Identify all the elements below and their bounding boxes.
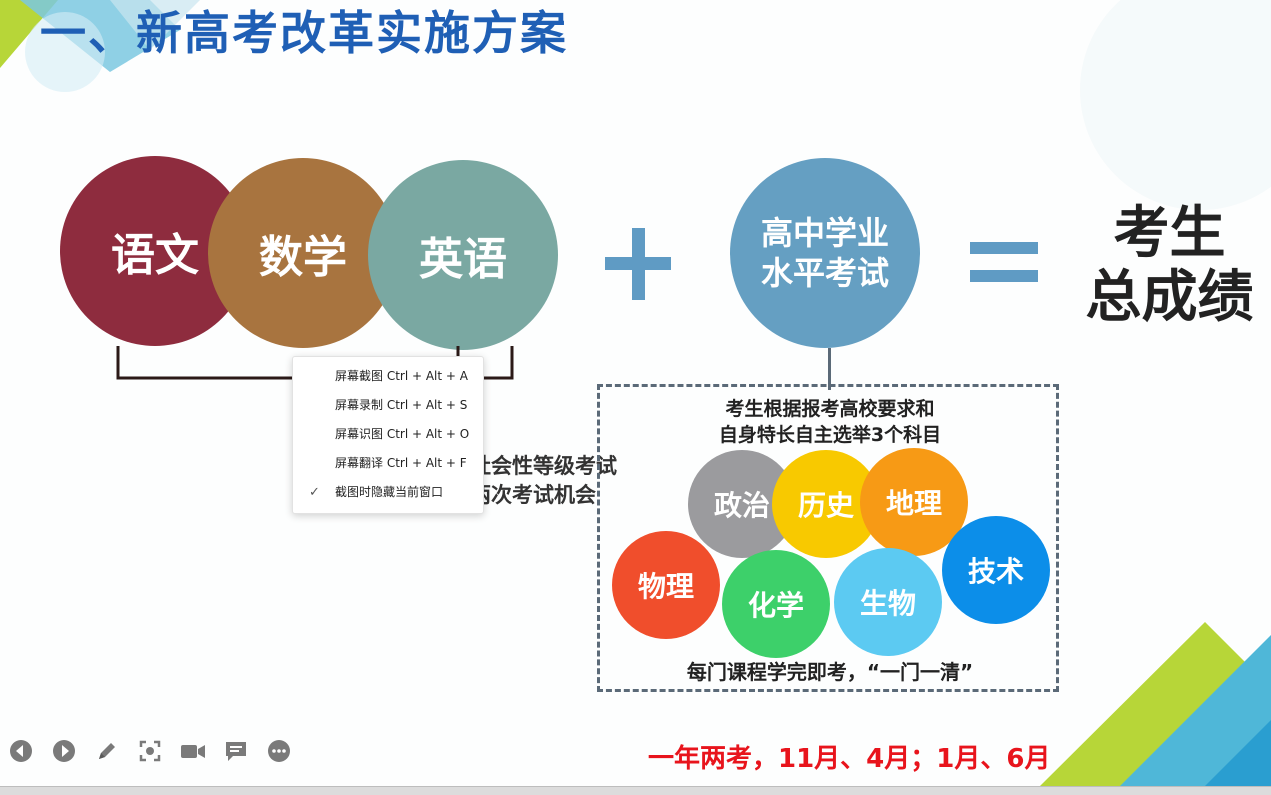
result-line2: 总成绩 bbox=[1085, 265, 1254, 330]
elective-label: 技术 bbox=[967, 555, 1024, 588]
menu-item-label: 屏幕录制 Ctrl + Alt + S bbox=[335, 398, 468, 412]
pen-button[interactable] bbox=[94, 738, 120, 764]
note-line1: 社会性等级考试 bbox=[470, 454, 617, 478]
note-line2: 两次考试机会 bbox=[470, 483, 596, 507]
screenshot-icon bbox=[139, 740, 161, 762]
elective-description: 考生根据报考高校要求和 自身特长自主选举3个科目 bbox=[610, 396, 1050, 448]
menu-item-screen-ocr[interactable]: 屏幕识图 Ctrl + Alt + O bbox=[293, 420, 483, 449]
menu-item-label: 截图时隐藏当前窗口 bbox=[335, 485, 444, 499]
menu-item-label: 屏幕截图 Ctrl + Alt + A bbox=[335, 369, 468, 383]
elective-biology: 生物 bbox=[834, 548, 942, 656]
window-bottom-edge bbox=[0, 786, 1271, 795]
more-button[interactable] bbox=[266, 738, 292, 764]
elective-label: 化学 bbox=[747, 589, 804, 622]
more-icon bbox=[268, 740, 290, 762]
menu-item-screen-translate[interactable]: 屏幕翻译 Ctrl + Alt + F bbox=[293, 449, 483, 478]
menu-item-hide-window[interactable]: ✓ 截图时隐藏当前窗口 bbox=[293, 478, 483, 507]
subject-label: 语文 bbox=[111, 230, 199, 281]
connector-line bbox=[828, 348, 831, 390]
result-line1: 考生 bbox=[1113, 201, 1226, 266]
total-score-label: 考生 总成绩 bbox=[1082, 202, 1257, 330]
comment-icon bbox=[226, 742, 246, 761]
previous-button[interactable] bbox=[8, 738, 34, 764]
elective-label: 政治 bbox=[713, 489, 770, 522]
subject-circle-english: 英语 bbox=[368, 160, 558, 350]
menu-item-label: 屏幕识图 Ctrl + Alt + O bbox=[335, 427, 470, 441]
elective-label: 地理 bbox=[885, 487, 942, 520]
subject-label: 英语 bbox=[419, 234, 507, 285]
elective-label: 历史 bbox=[797, 489, 854, 522]
elective-geography: 地理 bbox=[860, 448, 968, 556]
elective-label: 生物 bbox=[859, 587, 916, 620]
pen-icon bbox=[99, 743, 115, 759]
menu-item-label: 屏幕翻译 Ctrl + Alt + F bbox=[335, 456, 467, 470]
menu-item-screen-record[interactable]: 屏幕录制 Ctrl + Alt + S bbox=[293, 391, 483, 420]
screenshot-button[interactable] bbox=[137, 738, 163, 764]
elective-label: 物理 bbox=[637, 570, 694, 603]
desc-line1: 考生根据报考高校要求和 bbox=[725, 398, 935, 420]
next-button[interactable] bbox=[51, 738, 77, 764]
elective-chemistry: 化学 bbox=[722, 550, 830, 658]
elective-box bbox=[597, 384, 1059, 692]
checkmark-icon: ✓ bbox=[309, 485, 320, 500]
screenshot-context-menu: 屏幕截图 Ctrl + Alt + A 屏幕录制 Ctrl + Alt + S … bbox=[292, 356, 484, 514]
menu-item-screenshot[interactable]: 屏幕截图 Ctrl + Alt + A bbox=[293, 362, 483, 391]
next-icon bbox=[53, 740, 75, 762]
desc-line2: 自身特长自主选举3个科目 bbox=[718, 424, 942, 446]
elective-physics: 物理 bbox=[612, 531, 720, 639]
comment-button[interactable] bbox=[223, 738, 249, 764]
camera-icon bbox=[181, 745, 205, 758]
equals-icon bbox=[970, 242, 1038, 282]
slide-title: 一、新高考改革实施方案 bbox=[40, 6, 568, 60]
level-exam-line1: 高中学业 bbox=[760, 214, 889, 252]
subject-circle-math: 数学 bbox=[208, 158, 398, 348]
level-exam-note: 社会性等级考试 两次考试机会 bbox=[470, 452, 617, 510]
camera-button[interactable] bbox=[180, 738, 206, 764]
elective-footer: 每门课程学完即考，“一门一清” bbox=[686, 660, 974, 684]
level-exam-circle: 高中学业 水平考试 bbox=[730, 158, 920, 348]
elective-technology: 技术 bbox=[942, 516, 1050, 624]
previous-icon bbox=[10, 740, 32, 762]
plus-icon bbox=[605, 228, 671, 300]
level-exam-line2: 水平考试 bbox=[760, 254, 889, 292]
subject-label: 数学 bbox=[259, 232, 347, 283]
exam-schedule: 一年两考，11月、4月；1月、6月 bbox=[648, 744, 1051, 774]
